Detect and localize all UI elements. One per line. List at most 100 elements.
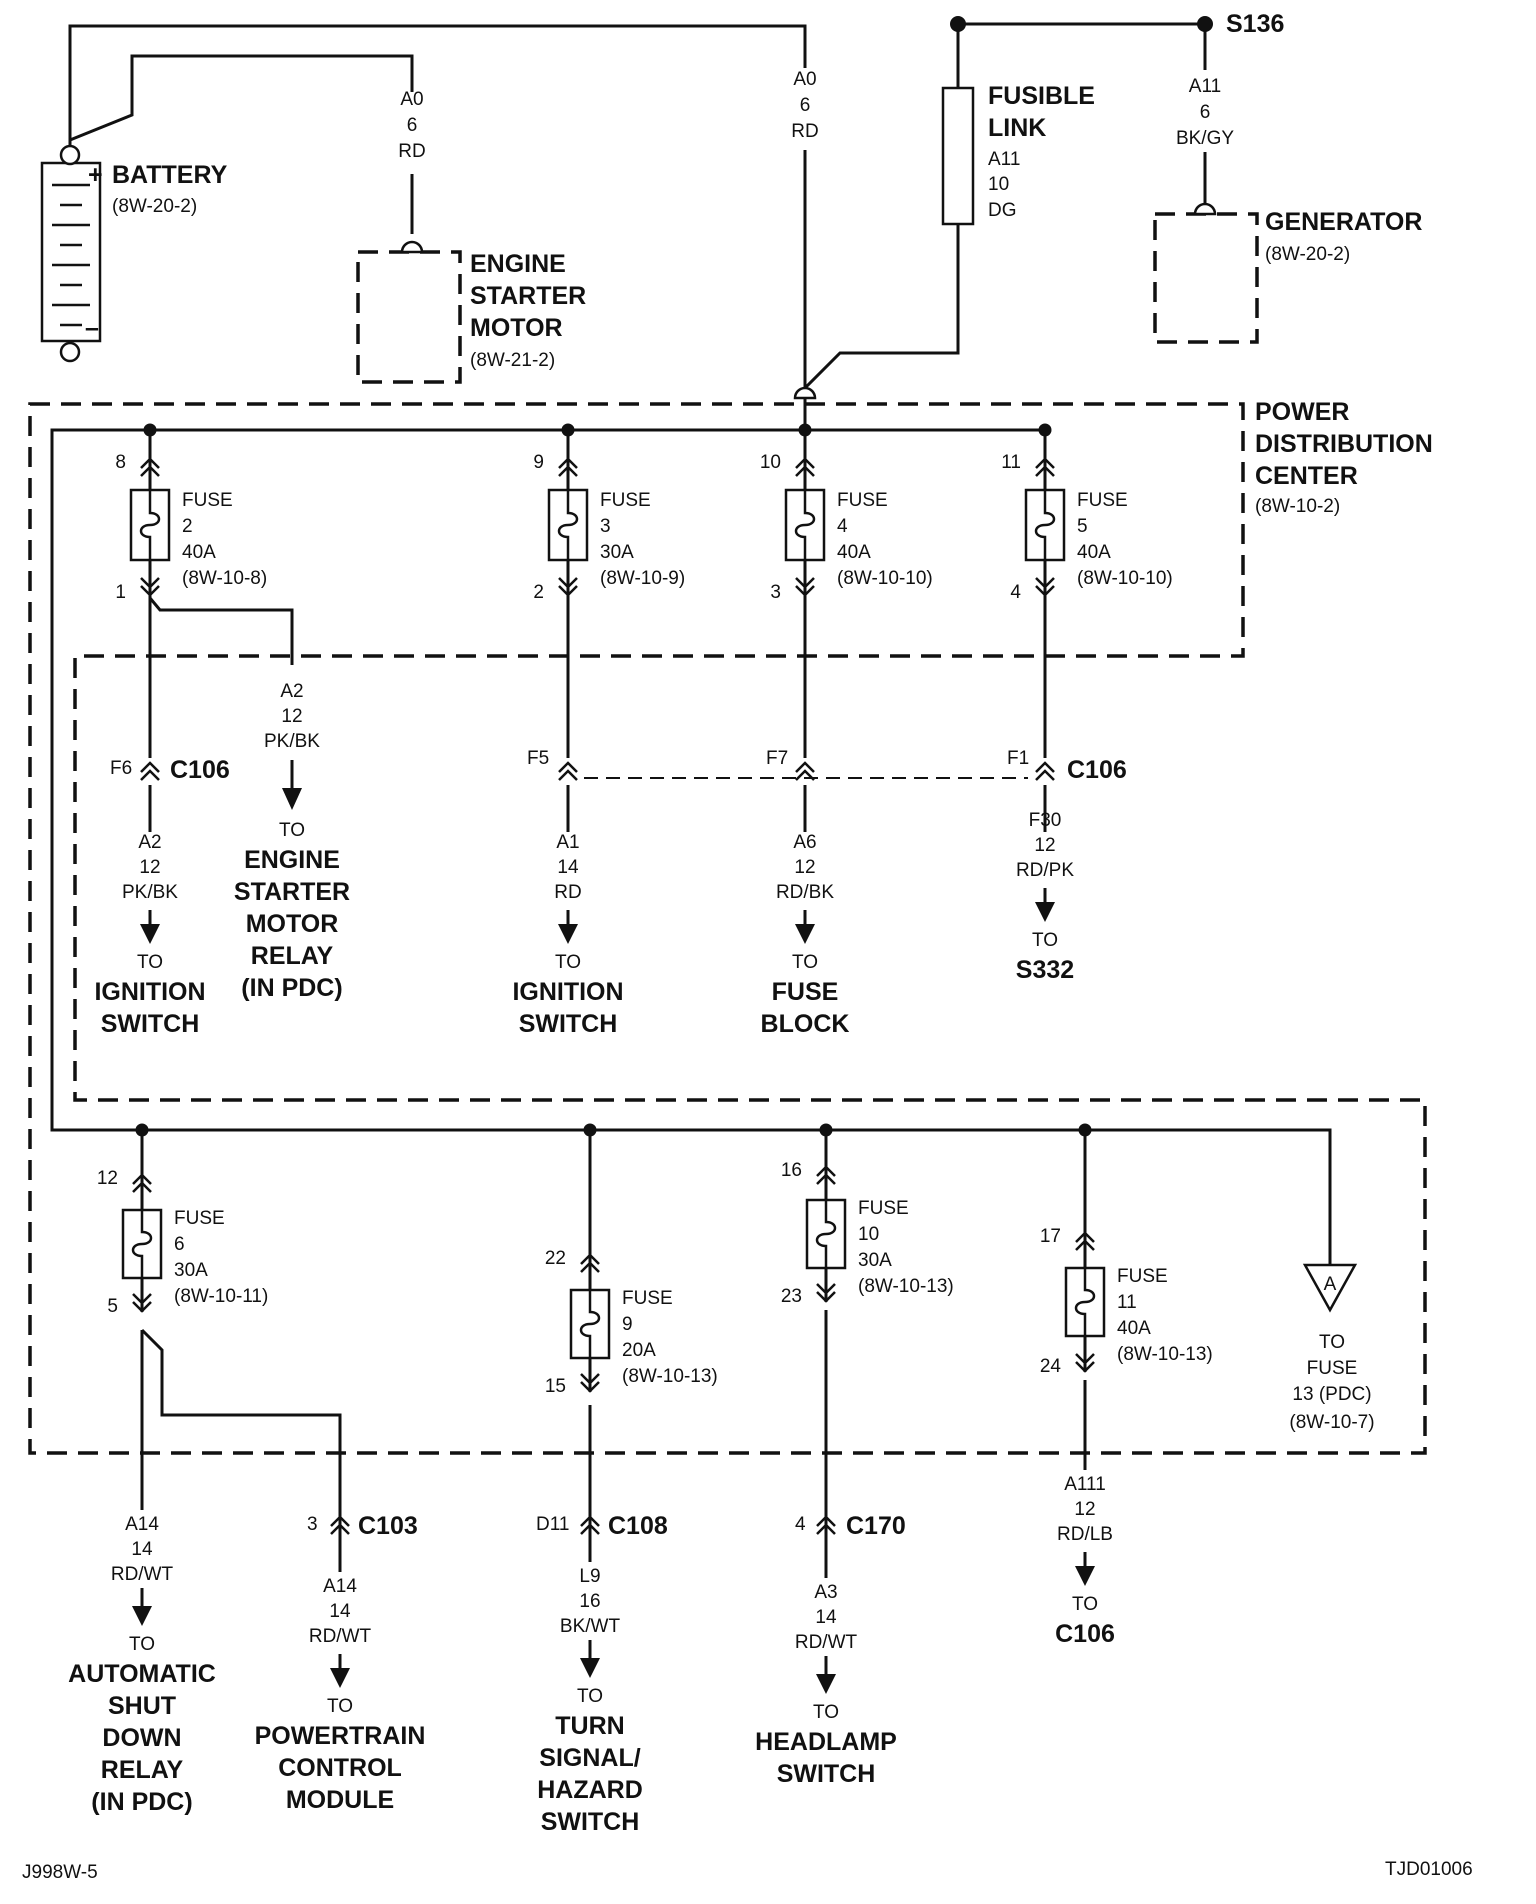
fuse-output-chevron-icon (795, 577, 815, 597)
fuse-word: FUSE (174, 1208, 225, 1229)
output-color: RD/LB (1057, 1524, 1113, 1545)
output-destination: AUTOMATIC (68, 1660, 216, 1688)
fuse-number: 10 (858, 1224, 879, 1245)
fuse-symbol-3 (547, 488, 589, 562)
connector-chevron-icon (816, 1515, 836, 1535)
output-destination: DOWN (102, 1724, 181, 1752)
starter-wire-gauge: 6 (407, 115, 418, 136)
output-destination: FUSE (772, 978, 839, 1006)
a2-branch-gauge: 12 (281, 706, 302, 727)
output-gauge: 12 (1034, 835, 1055, 856)
pdc-ref: (8W-10-2) (1255, 496, 1340, 517)
fuse-output-chevron-icon (140, 577, 160, 597)
output-destination: HEADLAMP (755, 1728, 897, 1756)
c106-chevron-icon (1035, 761, 1055, 781)
fuse-ref: (8W-10-10) (837, 568, 933, 589)
starter-wire-color: RD (398, 141, 425, 162)
fuse-output-chevron-icon (580, 1373, 600, 1393)
fuse-output-chevron-icon (816, 1283, 836, 1303)
output-gauge: 14 (557, 857, 579, 878)
fuse-pin-in: 10 (760, 452, 781, 473)
fuse-word: FUSE (600, 490, 651, 511)
fuse-number: 4 (837, 516, 848, 537)
output-color: RD (554, 882, 581, 903)
c106-pin-f5: F5 (527, 748, 549, 769)
a2-branch-color: PK/BK (264, 731, 320, 752)
fuse-word: FUSE (1117, 1266, 1168, 1287)
c106-chevron-icon (558, 761, 578, 781)
c106-connector (140, 761, 1055, 832)
output-circuit: A3 (814, 1582, 837, 1603)
fuse-ref: (8W-10-10) (1077, 568, 1173, 589)
fuse-ref: (8W-10-9) (600, 568, 685, 589)
output-color: PK/BK (122, 882, 178, 903)
wire-a2-branch (148, 597, 294, 665)
fuse-pin-out: 5 (107, 1296, 118, 1317)
c170-label: C170 (846, 1512, 906, 1540)
fuse-number: 9 (622, 1314, 633, 1335)
output-destination: SWITCH (519, 1010, 618, 1038)
fuse-ref: (8W-10-13) (1117, 1344, 1213, 1365)
output-destination: MODULE (286, 1786, 394, 1814)
starter-terminal (400, 240, 424, 254)
fuse-input-chevron-icon (132, 1173, 152, 1193)
fuse-input-chevron-icon (580, 1253, 600, 1273)
fuse-input-chevron-icon (558, 457, 578, 477)
fuse-ref: (8W-10-13) (858, 1276, 954, 1297)
a2-branch-dest-1: ENGINE (244, 846, 340, 874)
output-gauge: 14 (815, 1607, 837, 1628)
c103-pin: 3 (307, 1514, 318, 1535)
connector-chevron-icon (330, 1515, 350, 1535)
output-color: RD/BK (776, 882, 834, 903)
output-color: RD/WT (309, 1626, 372, 1647)
output-destination: IGNITION (94, 978, 205, 1006)
flag-a-line2: 13 (PDC) (1292, 1384, 1371, 1405)
output-to: TO (137, 952, 163, 973)
arrow-down-icon (1035, 902, 1055, 922)
flag-a-ref: (8W-10-7) (1289, 1412, 1374, 1433)
output-color: RD/WT (111, 1564, 174, 1585)
fuse-pin-in: 9 (533, 452, 544, 473)
fuse-input-chevron-icon (1035, 457, 1055, 477)
fuse-word: FUSE (837, 490, 888, 511)
starter-motor-outline (356, 250, 462, 384)
output-to: TO (792, 952, 818, 973)
fuse-rating: 20A (622, 1340, 656, 1361)
fusible-link-label-1: FUSIBLE (988, 82, 1095, 110)
fuse-symbol-6 (121, 1208, 163, 1280)
fuse-symbol-2 (129, 488, 171, 562)
flag-a-off-page-icon (1302, 1263, 1358, 1313)
upper-fuse-row: 81FUSE240A(8W-10-8)92FUSE330A(8W-10-9)10… (115, 423, 1173, 603)
c103-label: C103 (358, 1512, 418, 1540)
gen-wire-circuit: A11 (1189, 76, 1221, 97)
output-destination: C106 (1055, 1620, 1115, 1648)
fuse-rating: 30A (600, 542, 634, 563)
output-destination: SWITCH (101, 1010, 200, 1038)
output-destination: S332 (1016, 956, 1074, 984)
wire-a14-branch (140, 1328, 342, 1500)
lower-connectors (330, 1515, 836, 1535)
output-circuit: L9 (579, 1566, 600, 1587)
fuse-rating: 30A (858, 1250, 892, 1271)
a2-branch-dest-5: (IN PDC) (241, 974, 342, 1002)
arrow-down-icon (132, 1606, 152, 1626)
output-to: TO (327, 1696, 353, 1717)
fuse-number: 6 (174, 1234, 185, 1255)
starter-wire-circuit: A0 (400, 89, 423, 110)
battery-ref: (8W-20-2) (112, 196, 197, 217)
fuse-rating: 30A (174, 1260, 208, 1281)
output-circuit: A1 (556, 832, 579, 853)
c106-label-left: C106 (170, 756, 230, 784)
output-destination: TURN (555, 1712, 624, 1740)
output-destination: SHUT (108, 1692, 176, 1720)
fuse-pin-out: 3 (770, 582, 781, 603)
fusible-link-gauge: 10 (988, 174, 1009, 195)
footer-left-code: J998W-5 (22, 1862, 98, 1883)
fusible-link-color: DG (988, 200, 1017, 221)
footer-right-code: TJD01006 (1385, 1859, 1473, 1880)
starter-label-2: STARTER (470, 282, 586, 310)
output-circuit: F30 (1029, 810, 1062, 831)
battery-negative-terminal (59, 341, 81, 363)
output-destination: POWERTRAIN (255, 1722, 426, 1750)
